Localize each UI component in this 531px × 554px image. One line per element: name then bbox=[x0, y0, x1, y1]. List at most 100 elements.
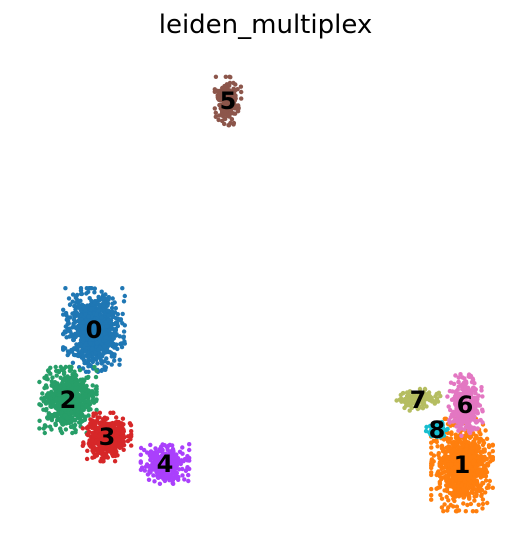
cluster-5-point bbox=[235, 109, 241, 114]
cluster-1-point bbox=[464, 456, 470, 461]
cluster-1-point bbox=[435, 444, 440, 449]
cluster-3-point bbox=[81, 440, 86, 445]
cluster-0-point bbox=[109, 339, 114, 344]
cluster-0-point bbox=[117, 362, 122, 367]
cluster-1-point bbox=[460, 471, 465, 476]
cluster-3-point bbox=[113, 441, 118, 447]
cluster-0-point bbox=[71, 352, 77, 357]
cluster-1-point bbox=[452, 498, 457, 504]
cluster-0-point bbox=[119, 341, 124, 346]
cluster-1-point bbox=[468, 455, 473, 460]
cluster-0-point bbox=[63, 330, 68, 335]
cluster-0-point bbox=[122, 323, 128, 328]
cluster-2-point bbox=[42, 423, 48, 428]
cluster-2-point bbox=[61, 386, 66, 391]
cluster-1-point bbox=[490, 449, 495, 454]
cluster-4-point bbox=[165, 471, 170, 477]
cluster-7-point bbox=[434, 391, 439, 397]
cluster-4-point bbox=[187, 447, 192, 453]
cluster-0-point bbox=[115, 312, 121, 317]
cluster-2-point bbox=[70, 375, 76, 380]
cluster-4-point bbox=[174, 464, 179, 469]
cluster-2-point bbox=[92, 364, 97, 370]
cluster-5-point bbox=[224, 89, 230, 94]
cluster-1-point bbox=[446, 498, 451, 503]
cluster-5-point bbox=[232, 111, 238, 116]
cluster-0-point bbox=[80, 320, 86, 325]
cluster-0-point bbox=[89, 358, 94, 363]
cluster-0-point bbox=[94, 355, 99, 361]
cluster-6-point bbox=[463, 424, 469, 429]
cluster-1-point bbox=[476, 455, 482, 460]
cluster-2-point bbox=[56, 368, 61, 374]
cluster-0-point bbox=[99, 367, 105, 373]
cluster-3-point bbox=[114, 449, 119, 454]
cluster-0-point bbox=[81, 330, 86, 335]
cluster-4-point bbox=[165, 475, 170, 480]
cluster-4-point bbox=[187, 442, 192, 447]
cluster-1-point bbox=[439, 456, 444, 462]
cluster-5-point bbox=[220, 88, 226, 94]
cluster-0-point bbox=[86, 289, 91, 295]
cluster-4-point bbox=[148, 442, 153, 448]
cluster-6-point bbox=[451, 381, 457, 387]
cluster-0-point bbox=[114, 332, 119, 337]
cluster-1-point bbox=[448, 502, 453, 508]
cluster-0-point bbox=[97, 353, 102, 358]
cluster-2-point bbox=[69, 410, 74, 415]
cluster-2-point bbox=[71, 404, 77, 409]
cluster-1-point bbox=[450, 455, 456, 460]
cluster-1-point bbox=[437, 479, 442, 485]
cluster-0-point bbox=[84, 286, 90, 291]
cluster-3-point bbox=[91, 450, 96, 455]
cluster-3-point bbox=[110, 423, 116, 429]
cluster-1-point bbox=[477, 430, 482, 435]
cluster-label-4: 4 bbox=[157, 450, 174, 478]
cluster-1-point bbox=[490, 443, 495, 448]
cluster-5-point bbox=[229, 92, 234, 97]
cluster-6-point bbox=[453, 410, 458, 415]
cluster-5-point bbox=[229, 97, 235, 102]
cluster-1-point bbox=[474, 509, 479, 514]
cluster-2-point bbox=[49, 417, 55, 423]
cluster-1-point bbox=[461, 501, 466, 506]
cluster-3-point bbox=[95, 415, 100, 420]
cluster-3-point bbox=[101, 444, 107, 449]
cluster-0-point bbox=[70, 299, 75, 304]
cluster-7-points bbox=[394, 386, 443, 413]
cluster-0-point bbox=[65, 352, 70, 358]
cluster-4-point bbox=[171, 455, 177, 460]
cluster-5-point bbox=[223, 103, 228, 108]
cluster-4-point bbox=[180, 451, 185, 456]
cluster-1-point bbox=[453, 494, 458, 499]
cluster-0-point bbox=[92, 290, 97, 295]
cluster-label-5: 5 bbox=[220, 87, 237, 115]
cluster-0-point bbox=[102, 344, 108, 349]
cluster-2-point bbox=[48, 401, 53, 407]
cluster-6-point bbox=[457, 423, 463, 428]
cluster-0-point bbox=[63, 310, 69, 316]
cluster-2-point bbox=[37, 379, 42, 385]
cluster-2-point bbox=[68, 397, 74, 402]
cluster-7-point bbox=[401, 398, 407, 403]
cluster-2-point bbox=[37, 402, 42, 407]
cluster-8-point bbox=[445, 426, 450, 432]
cluster-1-point bbox=[470, 467, 475, 472]
cluster-0-point bbox=[86, 314, 92, 319]
cluster-4-point bbox=[142, 447, 147, 453]
cluster-label-6: 6 bbox=[457, 391, 474, 419]
cluster-2-point bbox=[90, 398, 95, 403]
cluster-6-point bbox=[475, 426, 480, 431]
cluster-6-point bbox=[466, 410, 471, 415]
cluster-6-point bbox=[479, 385, 484, 390]
cluster-0-point bbox=[102, 331, 107, 336]
cluster-2-point bbox=[44, 399, 49, 405]
cluster-label-2: 2 bbox=[60, 386, 77, 414]
cluster-1-point bbox=[468, 471, 474, 476]
cluster-2-point bbox=[84, 403, 89, 408]
cluster-4-point bbox=[180, 445, 185, 450]
cluster-1-point bbox=[479, 492, 484, 497]
cluster-3-point bbox=[87, 443, 92, 448]
cluster-1-point bbox=[470, 441, 475, 446]
cluster-0-point bbox=[117, 334, 123, 339]
